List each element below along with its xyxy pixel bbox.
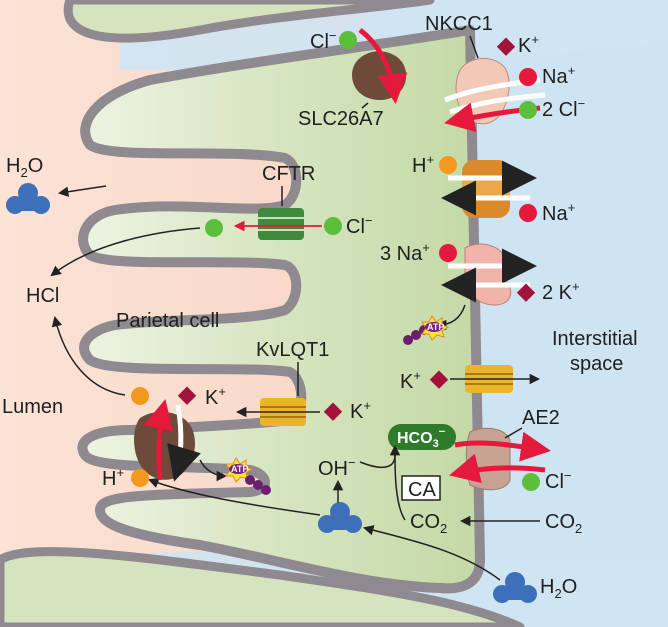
interstitial-label-1: Interstitial xyxy=(552,328,638,350)
na-label-nhe: Na+ xyxy=(542,200,575,225)
h-label-pump: H+ xyxy=(102,465,124,490)
neighbour-cell-top xyxy=(63,0,435,43)
cl-to-hcl-arrow xyxy=(50,227,201,277)
h2o-interstitial-label: H2O xyxy=(540,576,577,601)
k-label-nkcc1: K+ xyxy=(518,32,539,57)
co2-intracellular-label: CO2 xyxy=(410,511,447,536)
na-label-nkcc1: Na+ xyxy=(542,63,575,88)
ae2-exchanger xyxy=(449,427,551,491)
ae2-leader xyxy=(504,427,523,439)
interstitial-label-2: space xyxy=(570,353,623,375)
k-diamond-kvlqt1 xyxy=(323,402,343,421)
ca-label: CA xyxy=(408,479,436,501)
h-label-nhe: H+ xyxy=(412,152,434,177)
twocl-label-nkcc1: 2 Cl− xyxy=(542,96,585,121)
na-ion-atpase xyxy=(439,244,457,262)
water-molecule-cell xyxy=(318,502,362,533)
nkcc1-label: NKCC1 xyxy=(425,13,493,35)
cl-ion-slc26a7 xyxy=(339,31,357,49)
atp-molecule-top: ATP xyxy=(403,315,450,345)
water-molecule-interstitial xyxy=(493,572,537,603)
cftr-label: CFTR xyxy=(262,163,315,185)
water-entry-arrow xyxy=(362,525,501,581)
svg-text:HCO3−: HCO3− xyxy=(397,426,445,450)
threena-label: 3 Na+ xyxy=(380,240,430,265)
twok-label: 2 K+ xyxy=(542,279,580,304)
k-diamond-atpase xyxy=(516,283,536,302)
h-ion-cell xyxy=(131,469,149,487)
hcl-label: HCl xyxy=(26,285,59,307)
cl-label-ae2: Cl− xyxy=(545,468,571,493)
cftr-channel xyxy=(258,208,304,240)
nhe-exchanger xyxy=(441,160,537,218)
k-label-kvlqt1: K+ xyxy=(350,398,371,423)
atp-molecule-bottom: ATP xyxy=(225,457,271,495)
k-diamond-channel xyxy=(429,370,449,389)
neighbour-cell-bottom xyxy=(0,547,525,627)
oh-label: OH− xyxy=(318,455,356,480)
h-to-hcl-arrow xyxy=(51,315,126,396)
ae2-label: AE2 xyxy=(522,407,560,429)
k-label-channel: K+ xyxy=(400,368,421,393)
water-exit-arrow xyxy=(57,185,107,197)
parietal-cell-label: Parietal cell xyxy=(116,310,219,332)
cl-ion-cftr-cell xyxy=(324,217,342,235)
k-label-pump: K+ xyxy=(205,384,226,409)
co2-interstitial-label: CO2 xyxy=(545,511,582,536)
h2o-lumen-label: H2O xyxy=(6,155,43,180)
svg-text:ATP: ATP xyxy=(231,464,248,474)
slc26a7-transporter xyxy=(352,28,408,104)
k-diamond-nkcc1 xyxy=(496,37,516,56)
lumen-label: Lumen xyxy=(2,396,63,418)
slc26a7-label: SLC26A7 xyxy=(298,108,384,130)
na-ion-nhe xyxy=(519,204,537,222)
hco3-pill: HCO3− xyxy=(388,424,456,450)
atp-arrow-bottom xyxy=(199,459,228,482)
na-k-atpase xyxy=(441,243,537,306)
co2-to-hco3-path xyxy=(394,454,406,521)
svg-text:ATP: ATP xyxy=(427,322,444,332)
slc26a7-leader xyxy=(361,102,369,109)
nkcc1-leader xyxy=(469,35,479,59)
cl-label-slc26a7: Cl− xyxy=(310,28,336,53)
cl-ion-cftr-lumen xyxy=(205,219,223,237)
water-to-pump-arrow xyxy=(148,478,321,516)
cl-label-cftr: Cl− xyxy=(346,213,372,238)
h-ion-nhe xyxy=(439,156,457,174)
water-molecule-lumen xyxy=(6,183,50,214)
h-ion-lumen xyxy=(131,387,149,405)
cl-ion-nkcc1 xyxy=(519,101,537,119)
na-ion-nkcc1 xyxy=(519,68,537,86)
kvlqt1-label: KvLQT1 xyxy=(256,339,329,361)
ca-box xyxy=(401,475,441,501)
k-diamond-pump xyxy=(177,386,197,405)
cl-ion-ae2 xyxy=(522,473,540,491)
h-k-atpase-pump xyxy=(134,399,201,482)
